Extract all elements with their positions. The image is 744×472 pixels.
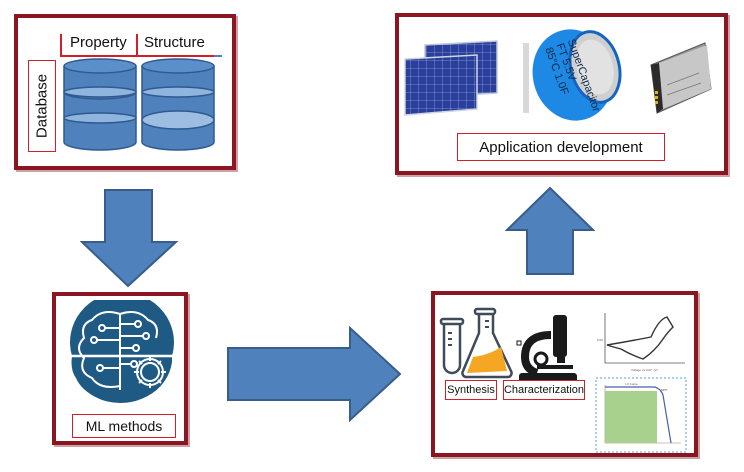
- column-header-structure: Structure: [144, 34, 205, 51]
- cylinder-property: [63, 58, 137, 151]
- brain-circuit-gear-icon: [62, 300, 182, 403]
- characterization-label: Characterization: [503, 380, 585, 400]
- test-tube-icon: [439, 317, 465, 375]
- header-divider: [136, 34, 138, 56]
- experiment-panel: Synthesis Characterization 0.00 Voltage …: [431, 291, 698, 457]
- microscope-icon: [516, 315, 577, 383]
- header-divider: [60, 34, 62, 56]
- ml-methods-panel: ML methods: [52, 292, 188, 445]
- application-panel: SuperCapacitor FT 5.5V 85°C 1.0F Applica…: [395, 13, 728, 175]
- ml-methods-label: ML methods: [72, 414, 176, 438]
- supercapacitor-icon: SuperCapacitor FT 5.5V 85°C 1.0F: [523, 29, 622, 121]
- row-label-database: Database: [33, 73, 51, 139]
- row-label-box: [28, 60, 56, 152]
- arrow-database-to-ml: [80, 189, 179, 288]
- cv-curve-plot-icon: 0.00 Voltage vs Li/Li⁺ (V): [597, 313, 685, 372]
- battery-icon: [650, 42, 712, 114]
- header-underline-accent: [214, 55, 222, 57]
- column-header-property: Property: [70, 34, 127, 51]
- synthesis-label: Synthesis: [445, 380, 497, 400]
- gear-icon: [134, 356, 166, 388]
- svg-text:Voltage vs Li/Li⁺ (V): Voltage vs Li/Li⁺ (V): [631, 368, 658, 372]
- svg-text:I-V Curve: I-V Curve: [625, 382, 638, 386]
- cylinder-structure: [141, 58, 215, 151]
- svg-text:0.00: 0.00: [597, 338, 603, 342]
- solar-panel-icon: [404, 40, 498, 116]
- svg-text:MPP: MPP: [661, 388, 668, 392]
- database-cylinders-icon: [63, 58, 215, 151]
- flask-icon: [461, 307, 513, 379]
- header-underline: [60, 55, 220, 57]
- database-panel: Property Structure Database: [14, 14, 236, 170]
- arrow-ml-to-experiment: [227, 326, 402, 422]
- arrow-experiment-to-application: [505, 186, 595, 275]
- application-development-label: Application development: [457, 133, 665, 161]
- iv-curve-plot-icon: I-V Curve MPP: [595, 377, 687, 453]
